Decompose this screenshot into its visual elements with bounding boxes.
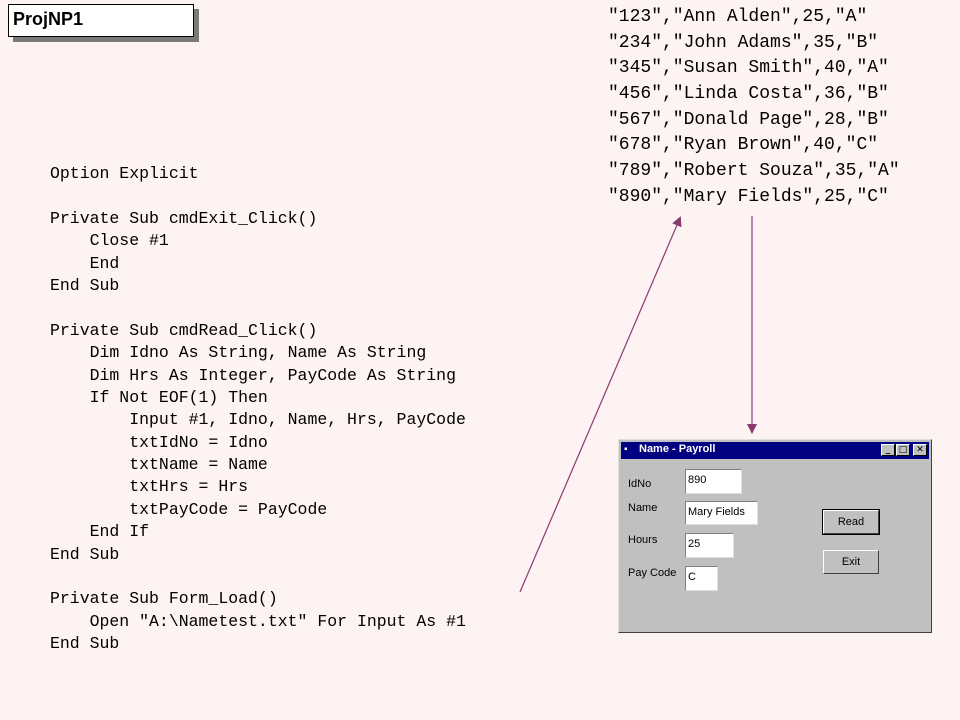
data-file-listing: "123","Ann Alden",25,"A" "234","John Adam…	[608, 5, 900, 211]
code-line: txtPayCode = PayCode	[50, 499, 328, 519]
hours-field[interactable]: 25	[685, 533, 734, 558]
code-line: txtHrs = Hrs	[50, 477, 249, 497]
paycode-field[interactable]: C	[685, 566, 718, 591]
idno-field[interactable]: 890	[685, 469, 742, 494]
minimize-button[interactable]: _	[881, 444, 895, 456]
code-line: End Sub	[50, 544, 120, 564]
code-line: Open "A:\Nametest.txt" For Input As #1	[50, 611, 466, 631]
code-line: End	[50, 253, 120, 273]
code-line: txtName = Name	[50, 455, 268, 475]
close-button[interactable]: ✕	[913, 444, 927, 456]
paycode-label: Pay Code	[628, 567, 677, 579]
code-line: If Not EOF(1) Then	[50, 387, 268, 407]
name-label: Name	[628, 502, 658, 514]
code-line: Private Sub cmdRead_Click()	[50, 320, 318, 340]
data-record: "678","Ryan Brown",40,"C"	[608, 135, 879, 156]
data-record: "456","Linda Costa",36,"B"	[608, 84, 889, 105]
data-record: "567","Donald Page",28,"B"	[608, 109, 889, 130]
form-titlebar[interactable]: ▪ Name - Payroll _ □ ✕	[621, 442, 929, 459]
code-line: txtIdNo = Idno	[50, 432, 268, 452]
slide-title-box: ProjNP1	[8, 4, 194, 37]
read-button[interactable]: Read	[822, 509, 880, 535]
code-line: Private Sub cmdExit_Click()	[50, 208, 318, 228]
code-line: End If	[50, 522, 150, 542]
name-field[interactable]: Mary Fields	[685, 501, 758, 525]
code-line: End Sub	[50, 634, 120, 654]
code-line: End Sub	[50, 275, 120, 295]
exit-button[interactable]: Exit	[823, 550, 879, 574]
data-record: "345","Susan Smith",40,"A"	[608, 58, 889, 79]
data-record: "123","Ann Alden",25,"A"	[608, 7, 868, 27]
idno-label: IdNo	[628, 478, 652, 490]
code-line: Option Explicit	[50, 164, 199, 183]
code-line: Close #1	[50, 231, 169, 251]
slide-title: ProjNP1	[13, 9, 84, 29]
hours-label: Hours	[628, 534, 658, 546]
maximize-button[interactable]: □	[896, 444, 910, 456]
code-line: Input #1, Idno, Name, Hrs, PayCode	[50, 410, 466, 430]
form-title: Name - Payroll	[639, 443, 716, 455]
data-record: "890","Mary Fields",25,"C"	[608, 186, 889, 207]
form-icon[interactable]: ▪	[624, 444, 628, 455]
code-line: Dim Hrs As Integer, PayCode As String	[50, 365, 456, 385]
code-line: Dim Idno As String, Name As String	[50, 343, 427, 363]
arrow-code-to-data	[519, 216, 682, 593]
data-record: "234","John Adams",35,"B"	[608, 32, 879, 53]
data-record: "789","Robert Souza",35,"A"	[608, 161, 900, 182]
payroll-form-window: ▪ Name - Payroll _ □ ✕ IdNo 890 Name Mar…	[618, 439, 932, 633]
code-line: Private Sub Form_Load()	[50, 589, 278, 609]
